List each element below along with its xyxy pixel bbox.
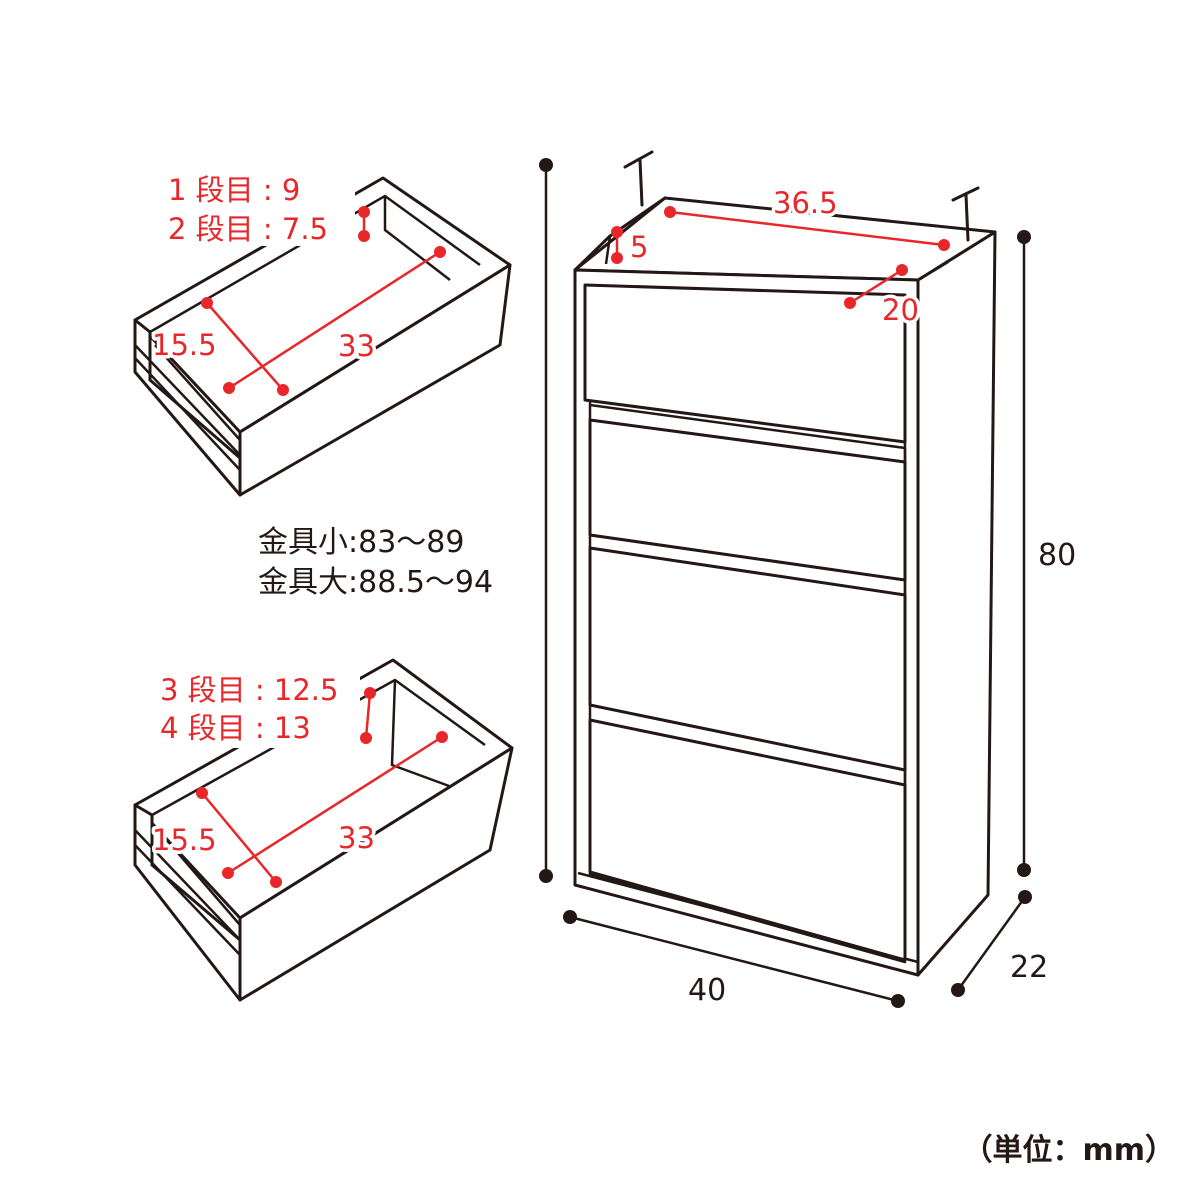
- drawer-lower-depth-dot-back: [196, 787, 208, 799]
- inner-width-dot-left: [664, 206, 676, 218]
- drawer-lower-width-dot-left: [222, 867, 234, 879]
- top-depth-label: 20: [882, 293, 919, 327]
- drawer-lower-inner-floor-edge: [157, 829, 241, 926]
- rim-height-label: 5: [630, 230, 648, 264]
- height-dot-bottom: [1017, 863, 1031, 877]
- rim-height-dot-top: [611, 226, 623, 238]
- drawer-lower-drawing: 3 段目 : 12.5 4 段目 : 13 15.5 33: [133, 658, 514, 1002]
- inner-width-dot-right: [938, 239, 950, 251]
- drawer-lower-depth-dot-front: [270, 876, 282, 888]
- cabinet-side-panel: [916, 230, 997, 977]
- height-dot-top: [1017, 230, 1031, 244]
- inner-width-label: 36.5: [773, 186, 838, 220]
- drawer-upper-width-dot-left: [223, 382, 235, 394]
- inner-width-line: [669, 210, 945, 247]
- drawer-upper-depth-dot-front: [277, 384, 289, 396]
- cabinet-drawer-front-1: [583, 283, 907, 444]
- drawer-upper-tier1-label: 1 段目 : 9: [168, 173, 300, 207]
- drawer-upper-height-dot-top: [358, 206, 370, 218]
- drawer-lower-width-dot-right: [436, 731, 448, 743]
- top-depth-line: [849, 268, 903, 305]
- depth-label: 22: [1010, 950, 1048, 985]
- drawer-lower-depth-line: [201, 792, 277, 883]
- drawer-lower-label-bg: [155, 672, 360, 748]
- fitting-height-dot-top: [539, 158, 553, 172]
- drawer-upper-drawing: 1 段目 : 9 2 段目 : 7.5 15.5 33: [133, 172, 512, 497]
- drawer-upper-depth-dot-back: [201, 297, 213, 309]
- fitting-height-dot-bottom: [539, 869, 553, 883]
- top-depth-dot-front: [844, 297, 856, 309]
- drawer-lower-front: [238, 746, 514, 1002]
- depth-dot-back: [1018, 890, 1032, 904]
- overall-dimensions: 80 40 22: [539, 158, 1076, 1008]
- drawer-upper-label-bg: [160, 172, 355, 246]
- drawer-lower-height-line: [364, 692, 372, 739]
- drawer-upper-depth-label: 15.5: [152, 328, 217, 362]
- drawer-lower-width-line: [227, 735, 443, 875]
- cabinet-drawer-front-4: [588, 718, 907, 962]
- drawer-lower-tier4-label: 4 段目 : 13: [160, 711, 311, 745]
- drawer-upper-inner-floor-edge: [154, 344, 241, 441]
- bracket-left: [623, 150, 654, 207]
- drawer-upper-width-line: [228, 250, 441, 390]
- drawer-upper-tier2-label: 2 段目 : 7.5: [168, 212, 328, 246]
- width-dot-right: [891, 994, 905, 1008]
- drawer-lower-width-label: 33: [338, 821, 375, 855]
- unit-label: （単位：mm）: [962, 1133, 1175, 1168]
- drawer-upper-width-dot-right: [434, 246, 446, 258]
- drawer-upper-width-label: 33: [338, 329, 375, 363]
- rim-height-dot-bottom: [611, 252, 623, 264]
- depth-dimension-line: [956, 896, 1027, 991]
- drawer-upper-inner-corner: [383, 196, 451, 281]
- cabinet-top-rim-edges: [604, 235, 949, 282]
- drawer-lower-inner-corner: [390, 679, 461, 792]
- cabinet-drawing: [573, 150, 997, 977]
- fitting-large-label: 金具大:88.5～94: [258, 565, 493, 600]
- drawer-upper-front: [238, 263, 512, 497]
- drawer-lower-depth-label: 15.5: [152, 823, 217, 857]
- top-depth-dot-back: [896, 264, 908, 276]
- drawer-lower-tier3-label: 3 段目 : 12.5: [160, 673, 338, 707]
- depth-dot-front: [951, 983, 965, 997]
- width-dimension-line: [569, 915, 899, 1003]
- drawer-upper-height-dot-bottom: [358, 230, 370, 242]
- width-dot-left: [563, 910, 577, 924]
- drawer-upper-rails: [134, 344, 241, 471]
- bracket-right: [951, 186, 980, 242]
- drawer-lower-height-dot-top: [364, 687, 376, 699]
- width-label: 40: [688, 973, 726, 1008]
- drawer-lower-height-dot-bottom: [360, 732, 372, 744]
- drawer-upper-depth-line: [206, 302, 284, 391]
- height-label: 80: [1038, 538, 1076, 573]
- drawer-lower-rails: [134, 829, 241, 956]
- top-interior-dimensions: 36.5 20 5: [611, 183, 950, 331]
- fitting-small-label: 金具小:83～89: [258, 525, 464, 560]
